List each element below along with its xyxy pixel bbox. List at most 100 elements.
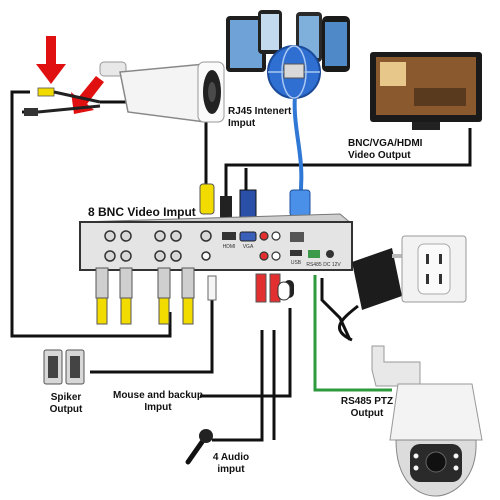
mouse-label-line2: Imput — [144, 401, 172, 413]
ethernet-cable — [292, 81, 304, 201]
red-arrows — [36, 36, 104, 114]
rs485-wire — [313, 275, 392, 392]
vga-port-label: VGA — [243, 244, 254, 250]
rj45-label-line1: RJ45 Intenert — [228, 106, 292, 117]
audio-ports — [259, 231, 281, 261]
speaker-grill — [48, 356, 58, 378]
rs485-port-label: RS485 — [306, 262, 322, 268]
microphone-icon — [185, 429, 213, 465]
hdmi-plug — [220, 196, 232, 222]
rs485-label-line1: RS485 PTZ — [340, 396, 394, 407]
bnc-sleeve — [96, 297, 108, 325]
ptz-ir-led — [413, 465, 419, 471]
mouse-icon — [277, 281, 291, 301]
bnc-plug — [181, 267, 195, 299]
usb-port-label: USB — [291, 260, 302, 266]
outlet-slot — [426, 254, 429, 264]
audio-port — [271, 251, 281, 261]
bnc-port — [104, 230, 116, 242]
spiker-plug — [207, 275, 217, 301]
outlet-slot — [426, 274, 429, 284]
ptz-lens — [425, 451, 447, 473]
tv-stand — [412, 122, 440, 130]
hdmi-port — [222, 232, 236, 240]
camera-cable — [37, 90, 101, 114]
power-adapter — [352, 248, 402, 310]
bnc-port — [170, 250, 182, 262]
video-output-label-line2: Video Output — [348, 149, 411, 161]
speaker-grill — [70, 356, 80, 378]
audio-port — [259, 251, 269, 261]
audio-label-line1: 4 Audio — [212, 452, 250, 463]
tablet-screen — [230, 20, 262, 68]
bnc-plug — [119, 267, 133, 299]
spiker-label-line2: Output — [49, 403, 83, 415]
bnc-top-plug — [199, 183, 215, 215]
bnc-port — [104, 250, 116, 262]
power-port-label: DC 12V — [323, 262, 341, 268]
mobile-devices — [226, 10, 350, 99]
outlet-slot — [439, 254, 442, 264]
camera-bnc-plug — [37, 87, 55, 97]
mic-handle — [185, 439, 205, 465]
rs485-terminal — [308, 250, 320, 258]
power-port — [326, 250, 334, 258]
mouse-wire — [200, 308, 292, 398]
spiker-label: Spiker Output — [40, 392, 92, 415]
dvr-unit: HDMI VGA USB RS485 DC 12V — [78, 213, 354, 271]
rj45-label-line2: Imput — [228, 117, 256, 129]
mouse-label-line1: Mouse and backup — [112, 390, 203, 401]
bnc-plug — [157, 267, 171, 299]
bullet-camera — [24, 61, 225, 123]
bnc-cables — [95, 267, 294, 325]
bnc-port — [170, 230, 182, 242]
ptz-housing — [389, 383, 483, 441]
vga-port — [239, 231, 257, 242]
outlet-slot — [439, 274, 442, 284]
mic-head — [199, 429, 213, 443]
adapter-prong — [392, 254, 402, 258]
bnc-sleeve — [182, 297, 194, 325]
speakers — [43, 349, 85, 385]
bnc-port — [154, 250, 166, 262]
video-output-label-line1: BNC/VGA/HDMI — [348, 138, 423, 149]
dvr-back-panel — [79, 221, 353, 271]
bnc-port — [120, 250, 132, 262]
audio-port — [259, 231, 269, 241]
phone-1-screen — [261, 14, 279, 50]
rs485-label: RS485 PTZ Output — [336, 396, 398, 419]
ethernet-port — [290, 232, 304, 242]
phone-3-screen — [325, 22, 347, 66]
wall-outlet — [417, 243, 451, 295]
spiker-port — [201, 251, 211, 261]
camera-lens-glass — [208, 82, 216, 102]
vga-plug — [239, 189, 257, 219]
video-output-wire — [224, 128, 472, 196]
audio-label: 4 Audio imput — [204, 452, 258, 475]
audio-plug-red — [255, 273, 267, 303]
tv-screen-window — [380, 62, 406, 86]
ptz-camera — [371, 345, 483, 497]
bnc-port — [120, 230, 132, 242]
bnc-port — [154, 230, 166, 242]
bnc-inputs — [104, 230, 212, 262]
camera-power-plug — [24, 108, 38, 116]
arrow-down-icon — [36, 36, 66, 84]
bnc-output-port — [200, 230, 212, 242]
ptz-mount — [371, 345, 421, 387]
ptz-ir-led — [413, 453, 419, 459]
audio-label-line2: imput — [217, 463, 245, 475]
spiker-wire — [90, 300, 214, 374]
rj45-label: RJ45 Intenert Imput — [228, 106, 291, 129]
bnc-sleeve — [120, 297, 132, 325]
ptz-ir-led — [453, 453, 459, 459]
bnc-plug — [95, 267, 109, 299]
hdmi-port-label: HDMI — [223, 244, 236, 250]
power-wire — [320, 278, 352, 341]
arrow-diagonal-icon — [71, 76, 104, 114]
mouse-label: Mouse and backup Imput — [108, 390, 208, 413]
dvr-top-plugs — [199, 183, 257, 222]
spiker-label-line1: Spiker — [50, 392, 82, 403]
video-output-label: BNC/VGA/HDMI Video Output — [348, 138, 422, 161]
